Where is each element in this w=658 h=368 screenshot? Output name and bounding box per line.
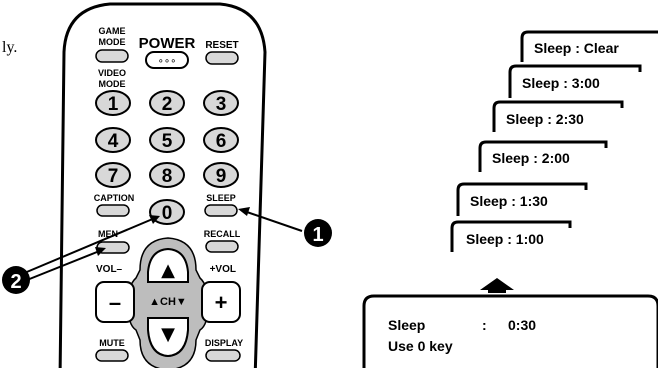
info-sleep-separator: : bbox=[482, 317, 487, 333]
button-1-label: 1 bbox=[108, 94, 119, 115]
caption-button[interactable] bbox=[96, 204, 130, 217]
recall-label: RECALL bbox=[204, 229, 241, 239]
volume-up-label: +VOL bbox=[210, 264, 236, 275]
callout-1-number: 1 bbox=[312, 224, 323, 246]
button-4[interactable] bbox=[95, 127, 131, 153]
button-8[interactable] bbox=[149, 162, 185, 188]
power-label: POWER bbox=[139, 35, 196, 52]
button-5[interactable] bbox=[149, 127, 185, 153]
menu-label: MEN bbox=[98, 229, 118, 239]
callout-2: 2 bbox=[2, 215, 160, 294]
volume-down-button[interactable] bbox=[95, 281, 135, 323]
info-sleep-label: Sleep bbox=[388, 317, 425, 333]
channel-down-button[interactable]: ▼ bbox=[161, 324, 175, 345]
channel-label: ▲CH▼ bbox=[149, 296, 187, 308]
callout-2-marker bbox=[2, 266, 30, 294]
reset-button[interactable] bbox=[205, 51, 239, 65]
mute-label: MUTE bbox=[99, 338, 125, 348]
video-mode-label: VIDEO bbox=[98, 68, 126, 78]
button-0-label: 0 bbox=[162, 203, 173, 224]
button-9[interactable] bbox=[203, 162, 239, 188]
button-3-label: 3 bbox=[216, 94, 227, 115]
sleep-screen-clear: Sleep : Clear bbox=[534, 40, 619, 56]
reset-label: RESET bbox=[205, 40, 238, 51]
caption-label: CAPTION bbox=[94, 193, 135, 203]
margin-text: ly. bbox=[2, 39, 17, 56]
info-use-key: Use 0 key bbox=[388, 338, 453, 354]
callout-1-marker bbox=[304, 219, 332, 247]
volume-down-label: VOL– bbox=[96, 264, 123, 275]
sleep-screen-1-00: Sleep : 1:00 bbox=[466, 231, 544, 247]
display-label: DISPLAY bbox=[205, 338, 243, 348]
sleep-button[interactable] bbox=[204, 204, 238, 217]
channel-up-button[interactable]: ▲ bbox=[161, 260, 175, 281]
button-6-label: 6 bbox=[216, 131, 227, 152]
remote-control: GAME MODE POWER ∘∘∘ RESET VIDEO MODE 1 2… bbox=[58, 2, 267, 368]
sleep-screen-stack: Sleep : Clear Sleep : 3:00 Sleep : 2:30 … bbox=[450, 30, 658, 252]
sleep-label: SLEEP bbox=[206, 193, 236, 203]
mute-button[interactable] bbox=[95, 349, 129, 362]
sleep-screen-3-00: Sleep : 3:00 bbox=[522, 75, 600, 91]
volume-up-symbol: + bbox=[215, 290, 228, 315]
power-button[interactable] bbox=[145, 51, 189, 69]
button-8-label: 8 bbox=[162, 166, 173, 187]
callout-2-number: 2 bbox=[10, 271, 21, 293]
button-3[interactable] bbox=[203, 90, 239, 116]
game-mode-label: GAME bbox=[99, 26, 126, 36]
power-dots: ∘∘∘ bbox=[158, 56, 177, 67]
info-sleep-value: 0:30 bbox=[508, 317, 536, 333]
button-2-label: 2 bbox=[162, 94, 173, 115]
recall-button[interactable] bbox=[205, 240, 239, 253]
volume-down-symbol: – bbox=[109, 290, 121, 315]
sleep-screen-1-30: Sleep : 1:30 bbox=[470, 193, 548, 209]
game-mode-label-2: MODE bbox=[99, 37, 126, 47]
button-9-label: 9 bbox=[216, 166, 227, 187]
up-arrow-icon bbox=[480, 278, 514, 293]
volume-up-button[interactable] bbox=[201, 281, 241, 323]
video-mode-label-2: MODE bbox=[99, 79, 126, 89]
game-mode-button[interactable] bbox=[95, 49, 129, 63]
sleep-screen-2-30: Sleep : 2:30 bbox=[506, 111, 584, 127]
callout-1: 1 bbox=[238, 207, 332, 247]
button-7-label: 7 bbox=[108, 166, 119, 187]
digit-buttons: 1 2 3 4 5 6 7 8 9 bbox=[95, 90, 239, 188]
button-1[interactable] bbox=[95, 90, 131, 116]
button-4-label: 4 bbox=[108, 131, 119, 152]
sleep-info-box: Sleep : 0:30 Use 0 key bbox=[362, 294, 658, 368]
button-0[interactable] bbox=[149, 199, 185, 225]
display-button[interactable] bbox=[205, 349, 241, 362]
sleep-screen-2-00: Sleep : 2:00 bbox=[492, 150, 570, 166]
button-6[interactable] bbox=[203, 127, 239, 153]
button-2[interactable] bbox=[149, 90, 185, 116]
button-5-label: 5 bbox=[162, 131, 173, 152]
button-7[interactable] bbox=[95, 162, 131, 188]
